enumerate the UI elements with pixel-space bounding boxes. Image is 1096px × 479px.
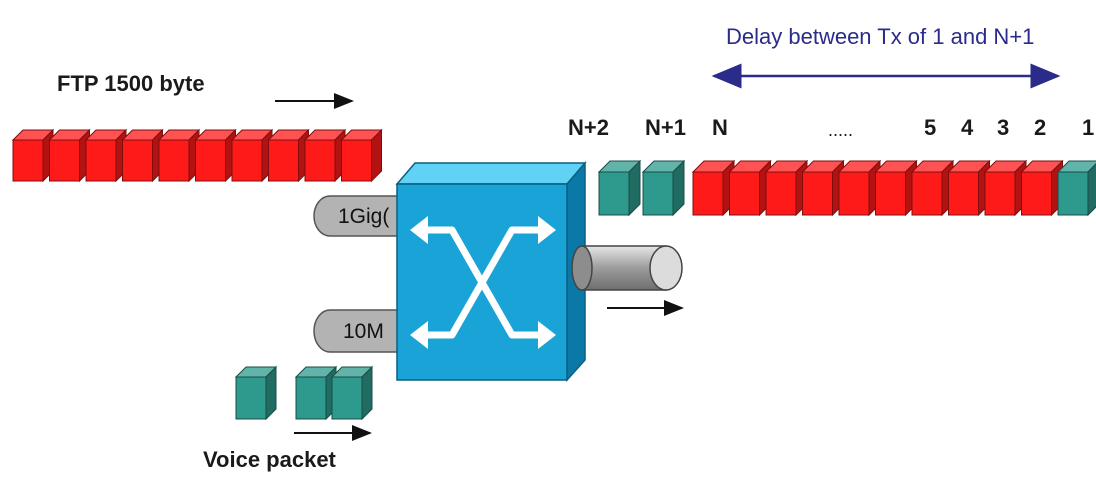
queue-packet-data xyxy=(728,159,772,217)
queue-packet-n1 xyxy=(641,159,686,217)
queue-packet-data xyxy=(910,159,955,217)
ftp-packet xyxy=(157,128,201,183)
queue-packet-data xyxy=(874,159,918,217)
queue-packet-data xyxy=(691,159,736,217)
switch-icon xyxy=(395,160,587,382)
queue-packet-data xyxy=(837,159,882,217)
ftp-packet xyxy=(303,128,347,183)
queue-label-p1: 1 xyxy=(1082,115,1095,140)
delay-label: Delay between Tx of 1 and N+1 xyxy=(726,24,1035,49)
voice-packet xyxy=(330,365,374,421)
voice-packets xyxy=(234,365,374,421)
queue-packet-data xyxy=(764,159,809,217)
ftp-packet xyxy=(230,128,274,183)
queue-packet-data xyxy=(801,159,845,217)
queue-label-n2: N+2 xyxy=(568,115,609,140)
queue-label-p5: 5 xyxy=(924,115,937,140)
ftp-packet xyxy=(267,128,310,183)
queue-label-p3: 3 xyxy=(997,115,1010,140)
ftp-packet xyxy=(121,128,164,183)
output-queue xyxy=(597,159,1096,217)
queue-label-p4: 4 xyxy=(961,115,974,140)
queue-label-n1: N+1 xyxy=(645,115,686,140)
port-10m-label: 10M xyxy=(343,320,384,343)
ftp-packet xyxy=(340,128,383,183)
ftp-packet xyxy=(48,128,91,183)
ftp-packet xyxy=(11,128,55,183)
ftp-packet-stream xyxy=(11,128,383,183)
ftp-packet xyxy=(84,128,128,183)
port-10m-tube xyxy=(313,309,401,353)
queue-packet-data xyxy=(947,159,991,217)
queue-packet-1 xyxy=(1056,160,1096,217)
queue-label-n: N xyxy=(712,115,728,140)
ftp-packet xyxy=(194,128,237,183)
voice-packet-label: Voice packet xyxy=(203,447,336,472)
port-gig-label: 1Gig( xyxy=(338,205,390,228)
queue-packet-data xyxy=(1020,159,1064,217)
port-gig-tube xyxy=(313,195,401,237)
ftp-label: FTP 1500 byte xyxy=(57,71,205,96)
queue-label-p2: 2 xyxy=(1034,115,1047,140)
voice-packet xyxy=(234,365,278,421)
queue-label-dots: ..... xyxy=(828,120,854,140)
queue-packet-data xyxy=(983,159,1028,217)
voice-packet xyxy=(294,365,338,421)
trunk-pipe-icon xyxy=(571,245,683,291)
queue-packet-n2 xyxy=(597,159,642,217)
